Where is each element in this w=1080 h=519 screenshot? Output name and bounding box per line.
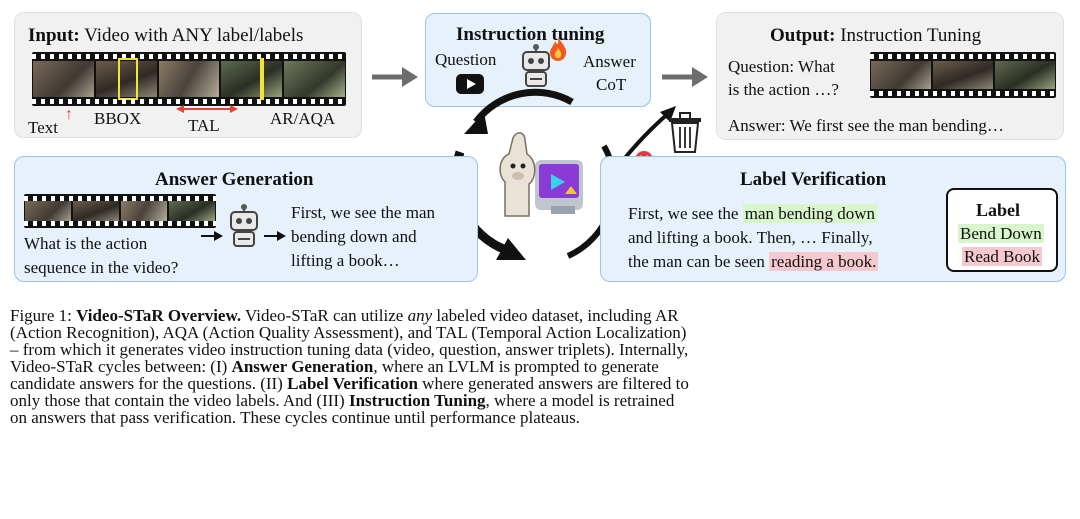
caption-line7: on answers that pass verification. These… bbox=[10, 409, 1074, 426]
label-tal: TAL bbox=[188, 117, 220, 134]
answer-generation-answer-line3: lifting a book… bbox=[291, 252, 400, 269]
instruction-question-label: Question bbox=[435, 51, 496, 68]
tal-range-arrow bbox=[176, 104, 238, 114]
answer-generation-question-line1: What is the action bbox=[24, 235, 147, 252]
trash-icon bbox=[667, 112, 703, 154]
bbox-highlight bbox=[118, 58, 138, 100]
arrow-tuning-to-output bbox=[662, 66, 708, 88]
arrow-robot-to-answer bbox=[264, 230, 286, 242]
ar-highlight bbox=[260, 58, 264, 100]
answer-generation-question-line2: sequence in the video? bbox=[24, 259, 178, 276]
answer-generation-answer-line2: bending down and bbox=[291, 228, 417, 245]
instruction-tuning-title: Instruction tuning bbox=[456, 25, 604, 44]
output-question-line2: is the action …? bbox=[728, 81, 839, 98]
input-title: Input: Video with ANY label/labels bbox=[28, 26, 303, 45]
arrow-input-to-tuning bbox=[372, 66, 418, 88]
answer-generation-video-strip bbox=[24, 194, 216, 228]
label-box-title: Label bbox=[976, 201, 1020, 219]
caption-line4: Video-STaR cycles between: (I) Answer Ge… bbox=[10, 358, 1074, 375]
fire-icon bbox=[548, 36, 568, 62]
label-item-read-book: Read Book bbox=[962, 248, 1042, 265]
caption-line5: candidate answers for the questions. (II… bbox=[10, 375, 1074, 392]
label-text: Text bbox=[28, 119, 58, 136]
label-item-bend-down: Bend Down bbox=[958, 225, 1044, 242]
matched-label-highlight: man bending down bbox=[743, 204, 877, 223]
input-video-strip bbox=[32, 52, 346, 106]
caption-line3: – from which it generates video instruct… bbox=[10, 341, 1074, 358]
arrow-to-robot bbox=[201, 230, 223, 242]
label-bbox: BBOX bbox=[94, 110, 141, 127]
instruction-answer-label: Answer bbox=[583, 53, 636, 70]
robot-icon bbox=[226, 204, 262, 250]
matched-label-highlight: reading a book. bbox=[769, 252, 878, 271]
verification-line1: First, we see the man bending down bbox=[628, 205, 877, 222]
text-up-arrow: ↑ bbox=[65, 107, 73, 123]
verification-line2: and lifting a book. Then, … Finally, bbox=[628, 229, 873, 246]
answer-generation-answer-line1: First, we see the man bbox=[291, 204, 435, 221]
output-title: Output: Instruction Tuning bbox=[770, 26, 981, 45]
llama-icon bbox=[495, 130, 585, 222]
verification-line3: the man can be seen reading a book. bbox=[628, 253, 878, 270]
caption-line6: only those that contain the video labels… bbox=[10, 392, 1074, 409]
output-answer: Answer: We first see the man bending… bbox=[728, 117, 1004, 134]
label-ar-aqa: AR/AQA bbox=[270, 110, 335, 127]
caption-line2: (Action Recognition), AQA (Action Qualit… bbox=[10, 324, 1074, 341]
figure-caption: Figure 1: Video-STaR Overview. Video-STa… bbox=[10, 307, 1074, 426]
answer-generation-title: Answer Generation bbox=[155, 170, 314, 189]
label-verification-title: Label Verification bbox=[740, 170, 886, 189]
output-video-strip bbox=[870, 52, 1056, 98]
caption-line1: Figure 1: Video-STaR Overview. Video-STa… bbox=[10, 307, 1074, 324]
output-question-line1: Question: What bbox=[728, 58, 835, 75]
